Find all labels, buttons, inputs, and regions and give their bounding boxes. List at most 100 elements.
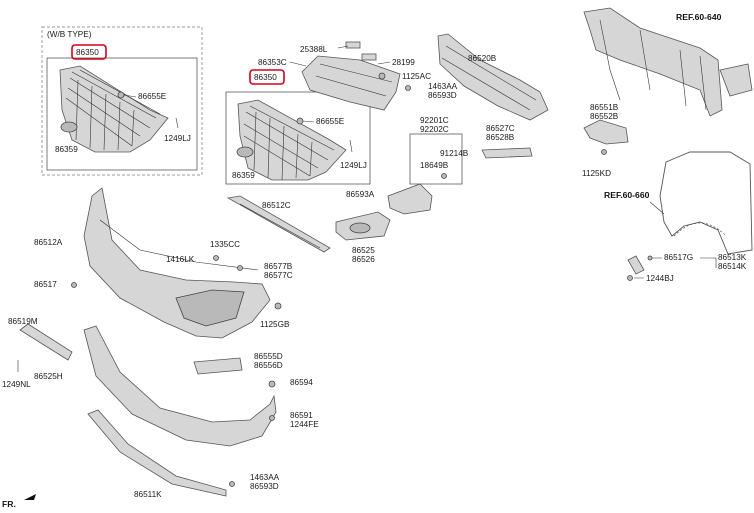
front-fender[interactable] (659, 151, 753, 255)
highlight-86350-a (71, 44, 107, 60)
label-86512a[interactable]: 86512A (34, 238, 63, 247)
radiator-grille-b[interactable] (237, 99, 347, 181)
clip-86577 (237, 265, 243, 271)
foglamp-bracket[interactable] (387, 183, 433, 215)
grille-group-box-b (225, 91, 371, 185)
clip-1463aa-a (405, 85, 411, 91)
bracket-86513k[interactable] (627, 255, 645, 275)
label-1463aa-b[interactable]: 1463AA (250, 473, 280, 482)
label-86526[interactable]: 86526 (352, 255, 375, 264)
label-1125gb[interactable]: 1125GB (260, 320, 290, 329)
label-86593a[interactable]: 86593A (346, 190, 375, 199)
lower-bumper-86525h[interactable] (83, 325, 277, 447)
bolt-1125ac (378, 72, 386, 80)
label-91214b[interactable]: 91214B (440, 149, 469, 158)
reflector-86527c[interactable] (481, 147, 533, 159)
label-86555d[interactable]: 86555D (254, 352, 283, 361)
clip-a (117, 91, 125, 99)
wb-type-label: (W/B TYPE) (47, 30, 92, 39)
clip-1416lk (213, 255, 219, 261)
label-1249lj-a[interactable]: 1249LJ (164, 134, 191, 143)
leader-86655e-b (302, 120, 315, 123)
energy-absorber-86520b[interactable] (437, 33, 549, 121)
label-86359-a[interactable]: 86359 (55, 145, 78, 154)
leaders-cover (289, 45, 391, 67)
clip-b (296, 117, 304, 125)
label-86655e-a[interactable]: 86655E (138, 92, 167, 101)
label-86517[interactable]: 86517 (34, 280, 57, 289)
ref-60-660[interactable]: REF.60-660 (604, 190, 650, 200)
label-1249lj-b[interactable]: 1249LJ (340, 161, 367, 170)
label-plate-28199 (361, 53, 377, 61)
label-86551b[interactable]: 86551B (590, 103, 619, 112)
label-86350-b[interactable]: 86350 (254, 73, 277, 82)
grille-group-box-a (46, 57, 198, 171)
label-1244fe[interactable]: 1244FE (290, 420, 319, 429)
label-86520b[interactable]: 86520B (468, 54, 497, 63)
front-indicator-label: FR. (2, 499, 16, 509)
label-86353c[interactable]: 86353C (258, 58, 287, 67)
radiator-support-assembly[interactable] (583, 7, 753, 117)
foglamp-cover-86525[interactable] (335, 211, 391, 241)
label-25388l[interactable]: 25388L (300, 45, 328, 54)
foglamp-bracket-box (409, 133, 463, 185)
label-92202c[interactable]: 92202C (420, 125, 449, 134)
bolt-1125gb (274, 302, 282, 310)
screw-1249lj-b (349, 139, 353, 153)
label-plate-25388l (345, 41, 361, 49)
label-92201c[interactable]: 92201C (420, 116, 449, 125)
label-86527c[interactable]: 86527C (486, 124, 515, 133)
label-86528b[interactable]: 86528B (486, 133, 515, 142)
label-1244bj[interactable]: 1244BJ (646, 274, 674, 283)
clip-86591 (269, 415, 275, 421)
screw-1249lj-a (175, 117, 179, 129)
label-86519m[interactable]: 86519M (8, 317, 38, 326)
label-18649b[interactable]: 18649B (420, 161, 449, 170)
bracket-86551b[interactable] (583, 119, 629, 145)
emblem-a[interactable] (60, 121, 78, 133)
label-86511k[interactable]: 86511K (134, 490, 162, 499)
label-86593d-b[interactable]: 86593D (250, 482, 279, 491)
label-86552b[interactable]: 86552B (590, 112, 619, 121)
label-86350-a[interactable]: 86350 (76, 48, 99, 57)
leader-86655e-a (123, 94, 137, 98)
label-86512c[interactable]: 86512C (262, 201, 291, 210)
label-28199[interactable]: 28199 (392, 58, 415, 67)
label-1416lk[interactable]: 1416LK (166, 255, 195, 264)
lower-grille-86512c[interactable] (226, 195, 331, 253)
label-1249nl[interactable]: 1249NL (2, 380, 31, 389)
label-86359-b[interactable]: 86359 (232, 171, 255, 180)
label-86514k[interactable]: 86514K (718, 262, 747, 271)
label-86577b[interactable]: 86577B (264, 262, 293, 271)
clip-86517 (71, 282, 77, 288)
upper-cover-86353c[interactable] (301, 55, 401, 111)
clip-1463aa-b (229, 481, 235, 487)
radiator-grille-a[interactable] (59, 65, 169, 153)
skid-plate-86555d[interactable] (193, 357, 243, 375)
label-86593d-a[interactable]: 86593D (428, 91, 457, 100)
emblem-b[interactable] (236, 146, 254, 158)
clip-86517g (647, 255, 653, 261)
bracket-86519m[interactable] (19, 323, 73, 361)
clip-91214b (441, 173, 447, 179)
label-86513k[interactable]: 86513K (718, 253, 747, 262)
label-86591[interactable]: 86591 (290, 411, 313, 420)
label-1125ac[interactable]: 1125AC (402, 72, 431, 81)
molding-86511k[interactable] (87, 409, 227, 497)
label-86517g[interactable]: 86517G (664, 253, 693, 262)
label-86594[interactable]: 86594 (290, 378, 313, 387)
front-bumper-cover-86512a[interactable] (83, 187, 271, 339)
ref-60-640[interactable]: REF.60-640 (676, 12, 722, 22)
leaders-fender (634, 257, 717, 279)
label-1335cc[interactable]: 1335CC (210, 240, 240, 249)
label-86525h[interactable]: 86525H (34, 372, 63, 381)
label-86525[interactable]: 86525 (352, 246, 375, 255)
label-86556d[interactable]: 86556D (254, 361, 283, 370)
label-86577c[interactable]: 86577C (264, 271, 293, 280)
bolt-1125kd (601, 149, 607, 155)
label-1125kd[interactable]: 1125KD (582, 169, 611, 178)
label-86655e-b[interactable]: 86655E (316, 117, 345, 126)
label-1463aa-a[interactable]: 1463AA (428, 82, 458, 91)
